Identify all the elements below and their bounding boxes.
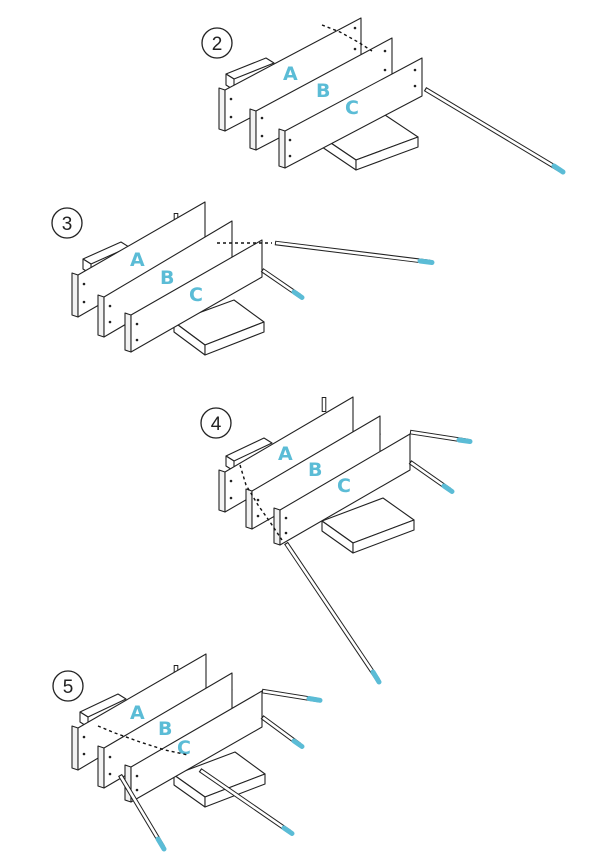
step-2-label-b: B [316, 80, 330, 102]
step-2-label-a: A [283, 63, 298, 85]
step-4-rod-mid [410, 462, 452, 492]
step-3-rod-short [262, 270, 302, 298]
step-3-label-a: A [130, 249, 145, 271]
step-3-rod-long [275, 243, 432, 263]
step-4-label-a: A [278, 443, 293, 465]
step-4-label-b: B [308, 459, 322, 481]
step-4-rod-long [286, 543, 379, 682]
step-3-number: 3 [62, 214, 73, 235]
step-5-label-a: A [130, 702, 145, 724]
step-5-number: 5 [63, 677, 74, 698]
step-2: 2 [202, 18, 563, 172]
step-4-rod-top [410, 432, 470, 442]
step-5: 5 [53, 654, 320, 849]
step-5-rod-top [262, 691, 320, 700]
step-2-rod [425, 89, 563, 172]
step-4: 4 [201, 397, 470, 682]
step-2-number: 2 [212, 34, 223, 55]
step-2-label-c: C [345, 97, 359, 119]
step-4-label-c: C [337, 475, 351, 497]
step-3-label-b: B [160, 267, 174, 289]
step-5-label-b: B [158, 718, 172, 740]
step-5-label-c: C [177, 737, 191, 759]
step-3-label-c: C [189, 284, 203, 306]
step-4-number: 4 [211, 414, 222, 435]
step-5-rod-mid [262, 717, 302, 747]
step-3: 3 [52, 202, 432, 355]
